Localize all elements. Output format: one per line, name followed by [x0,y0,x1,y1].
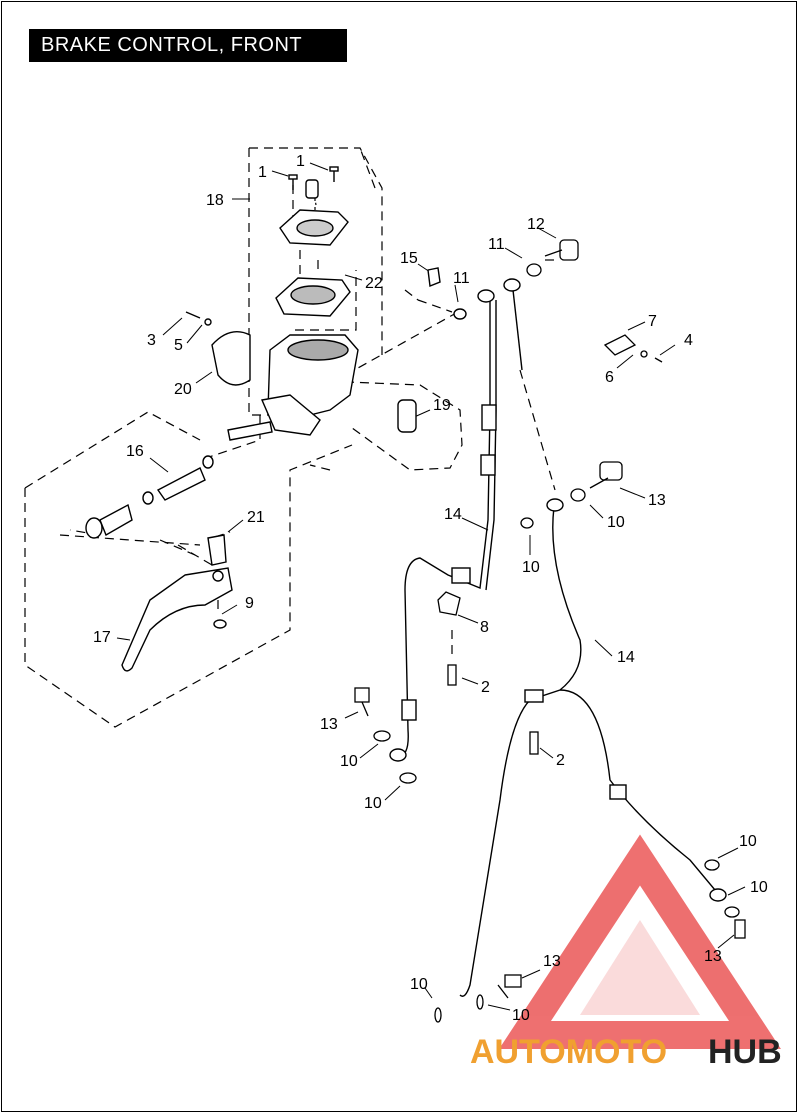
callout-13c: 13 [704,948,722,965]
callout-10b: 10 [522,559,540,576]
callout-7: 7 [648,313,657,330]
callout-2a: 2 [481,679,490,696]
callout-13a: 13 [648,492,666,509]
clamp-icon [211,331,251,386]
washer-icon [453,308,467,320]
callout-13b: 13 [320,716,338,733]
callout-9: 9 [245,595,254,612]
callout-2b: 2 [556,752,565,769]
callout-10a: 10 [607,514,625,531]
banjo-bolt-icon [559,239,579,261]
callout-18: 18 [206,192,224,209]
callout-10g: 10 [410,976,428,993]
fasteners [354,239,746,1023]
callout-4: 4 [684,332,693,349]
watermark-logo-icon [499,834,781,1049]
callout-8: 8 [480,619,489,636]
watermark-text: AUTOMOTO HUB [470,1033,782,1071]
lower-brake-line [459,499,582,997]
callout-13d: 13 [543,953,561,970]
hose-clamp-icon [437,591,461,616]
callout-12: 12 [527,216,545,233]
watermark-part1: AUTOMOTO [470,1033,667,1071]
bleeder-icon [427,267,441,287]
callout-5: 5 [174,337,183,354]
pushrod-boot-icon [397,399,417,433]
clip-icon [603,334,637,356]
piston-icon [156,467,206,501]
callout-20: 20 [174,381,192,398]
master-cylinder-parts [85,166,467,672]
upper-brake-line [394,300,491,757]
callout-10f: 10 [750,879,768,896]
callout-21: 21 [247,509,265,526]
callout-1a: 1 [258,164,267,181]
callout-11a: 11 [488,236,505,253]
callout-11b: 11 [453,270,470,287]
callout-16: 16 [126,443,144,460]
brake-lever-icon [121,567,233,672]
callout-1b: 1 [296,153,305,170]
callout-14a: 14 [444,506,462,523]
callout-3: 3 [147,332,156,349]
callout-19: 19 [433,397,451,414]
callout-10c: 10 [340,753,358,770]
watermark-part2: HUB [708,1033,782,1071]
diagram-title: BRAKE CONTROL, FRONT [29,29,347,62]
callout-10d: 10 [364,795,382,812]
callout-6: 6 [605,369,614,386]
callout-10h: 10 [512,1007,530,1024]
callout-10e: 10 [739,833,757,850]
callout-14b: 14 [617,649,635,666]
callout-labels: 1 1 18 22 12 11 15 11 3 5 20 7 4 6 19 16… [93,153,768,1024]
pivot-bushing-icon [207,534,227,566]
assembly-outlines [24,147,560,728]
callout-15: 15 [400,250,418,267]
short-hose [512,289,523,371]
callout-17: 17 [93,629,111,646]
plug-icon [305,179,319,199]
brake-hoses [389,278,727,997]
callout-22: 22 [365,275,383,292]
